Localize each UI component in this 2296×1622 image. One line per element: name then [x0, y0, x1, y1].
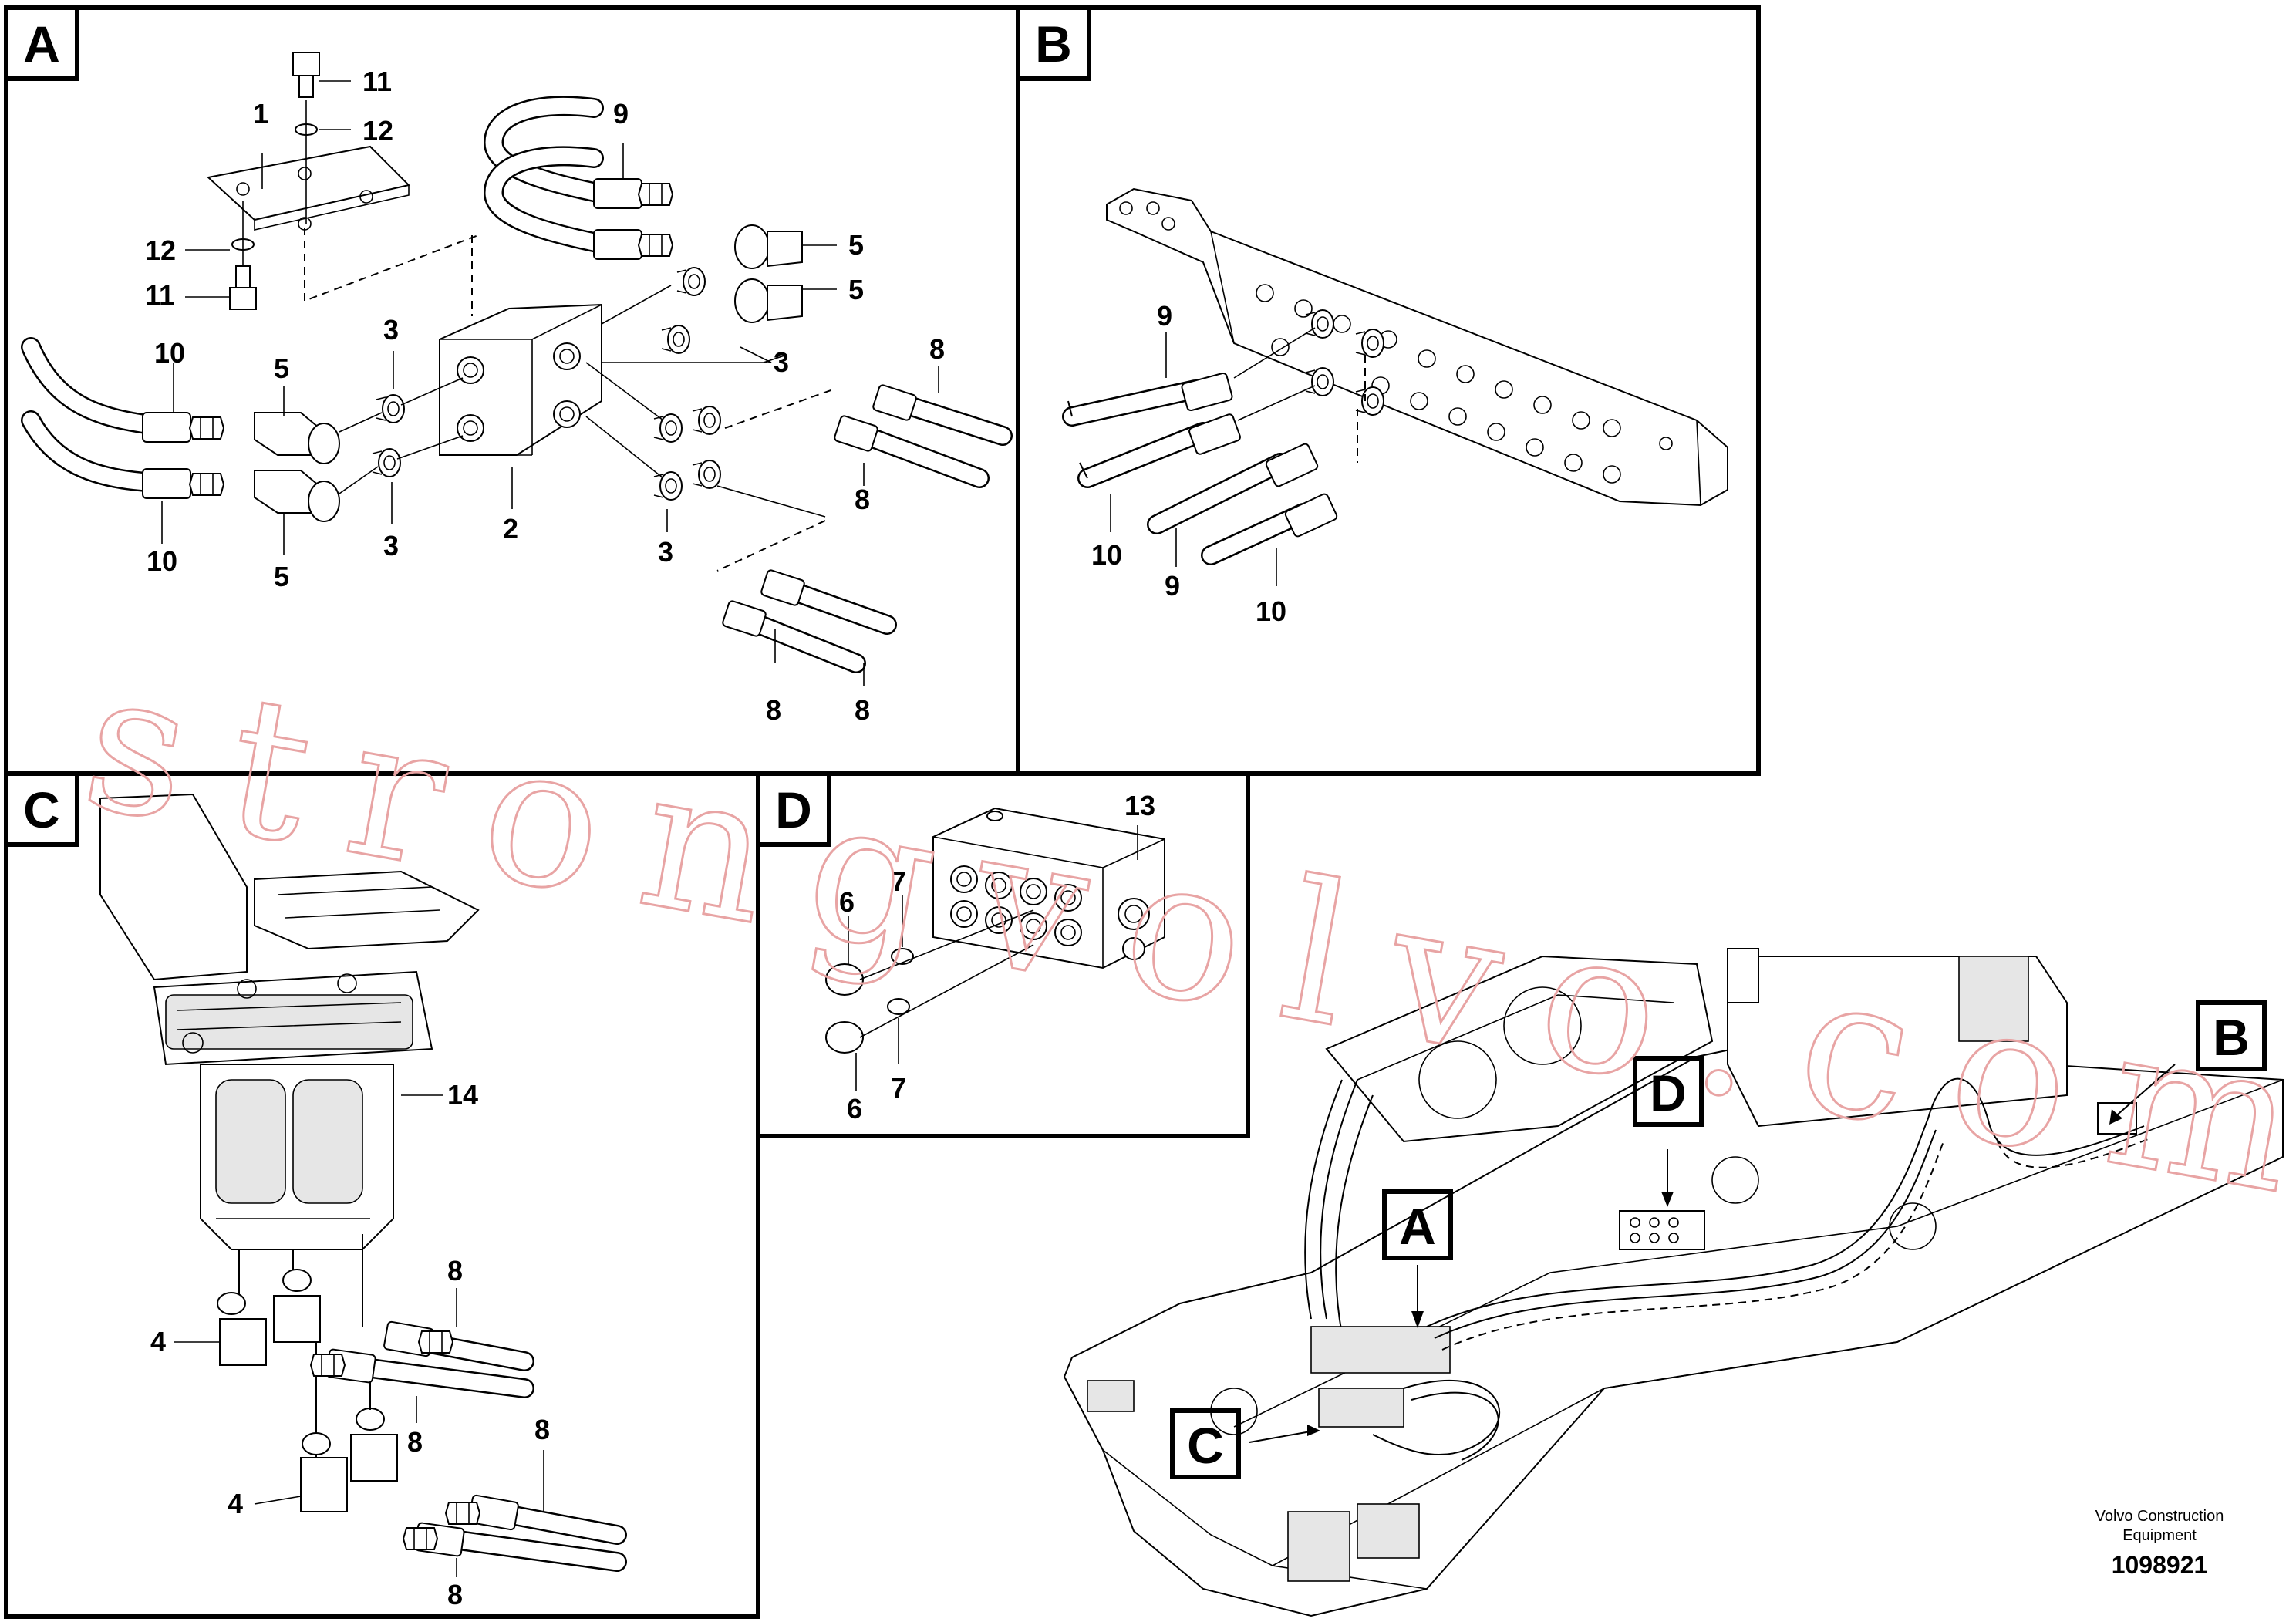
callout-c-8-right: 8 [534, 1414, 550, 1445]
overview-label-d: D [1650, 1064, 1687, 1121]
overview-drawing: A D C B [1063, 948, 2284, 1617]
callout-a-11-bottom: 11 [145, 279, 174, 311]
frame-section-d [756, 771, 1250, 1138]
overview-label-c: C [1187, 1417, 1224, 1474]
callout-b-9-top: 9 [1157, 300, 1172, 332]
frame-section-c [4, 771, 760, 1619]
callout-a-3-right: 3 [774, 346, 789, 378]
callout-d-7-bottom: 7 [891, 1072, 906, 1104]
callout-c-14: 14 [447, 1079, 478, 1111]
section-a-drawing: 11 12 1 12 11 9 5 5 10 5 3 3 8 8 2 10 5 … [21, 52, 1013, 726]
callout-c-4-bottom: 4 [228, 1488, 243, 1519]
callout-a-10-bottom: 10 [147, 545, 177, 577]
callout-c-8-mid: 8 [407, 1426, 423, 1458]
callout-a-8-right-top: 8 [929, 333, 945, 365]
callout-a-3-left-bottom: 3 [383, 530, 399, 561]
frame-section-b [1016, 5, 1761, 776]
callout-a-5-top: 5 [848, 229, 864, 261]
overview-label-a: A [1399, 1198, 1436, 1255]
section-b-drawing: 9 10 9 10 [1062, 187, 1728, 627]
footer-drawing-number: 1098921 [2112, 1551, 2208, 1579]
footer-company-line2: Equipment [2122, 1527, 2197, 1544]
callout-d-6-bottom: 6 [847, 1093, 862, 1125]
callout-a-3-bottom: 3 [658, 536, 673, 568]
section-a-letter: A [23, 15, 60, 73]
callout-a-2: 2 [503, 513, 518, 545]
section-d-letter: D [775, 781, 812, 838]
callout-c-8-top: 8 [447, 1255, 463, 1286]
callout-a-12-bottom: 12 [145, 234, 176, 266]
callout-d-13: 13 [1124, 790, 1155, 821]
callout-d-7-top: 7 [891, 865, 906, 897]
callout-a-8-right-mid: 8 [855, 484, 870, 515]
callout-a-12-top: 12 [362, 115, 393, 147]
section-d-drawing: 13 7 6 7 6 [825, 790, 1165, 1125]
callout-a-5-left: 5 [274, 352, 289, 384]
callout-b-10-bottom: 10 [1256, 595, 1286, 627]
callout-c-4-top: 4 [150, 1326, 166, 1357]
footer-company-line1: Volvo Construction [2095, 1508, 2224, 1525]
callout-b-10-left: 10 [1091, 539, 1122, 571]
callout-d-6-top: 6 [839, 886, 855, 918]
section-c-letter: C [23, 781, 60, 838]
callout-a-8-bottom-left: 8 [766, 694, 781, 726]
callout-a-8-bottom-right: 8 [855, 694, 870, 726]
section-b-letter: B [1035, 15, 1072, 73]
callout-a-5-mid: 5 [848, 274, 864, 305]
callout-a-10-top: 10 [154, 337, 185, 369]
callout-a-1: 1 [253, 98, 268, 130]
callout-a-11-top: 11 [362, 66, 392, 97]
callout-c-8-bottom: 8 [447, 1579, 463, 1610]
callout-b-9-bottom: 9 [1165, 570, 1180, 602]
callout-a-3-left-top: 3 [383, 314, 399, 346]
callout-a-9: 9 [613, 98, 629, 130]
overview-label-b: B [2213, 1009, 2250, 1066]
section-c-drawing: 14 8 4 8 8 4 8 [99, 793, 627, 1610]
callout-a-5-bottom: 5 [274, 561, 289, 592]
